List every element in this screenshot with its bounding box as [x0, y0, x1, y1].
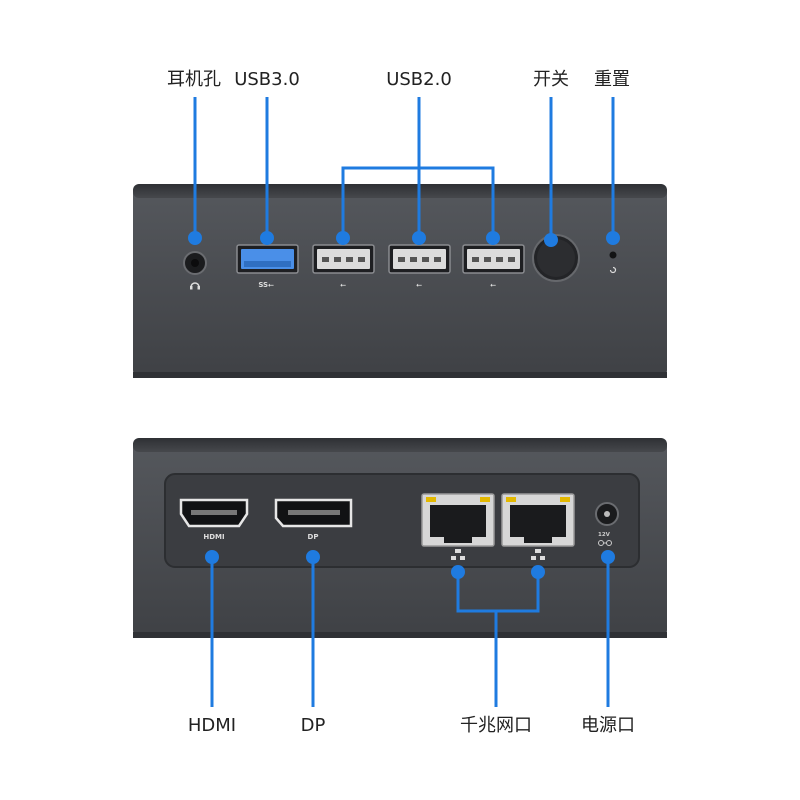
front-device: SS⭠ ⭠ ⭠ ⭠ — [133, 184, 667, 378]
front-device-body — [133, 184, 667, 378]
usb3-port: SS⭠ — [236, 244, 299, 289]
back-device: HDMI DP — [133, 438, 667, 638]
callout-dot-headphone — [188, 231, 202, 245]
dp-mark: DP — [308, 533, 319, 541]
callout-bracket-lan — [456, 572, 540, 613]
headphone-jack — [183, 251, 207, 290]
reset-pinhole — [609, 251, 617, 274]
lan-port-2 — [501, 493, 575, 560]
dc-power-jack: 12V — [595, 502, 619, 546]
usb2-mark-1: ⭠ — [340, 281, 346, 289]
back-labels: HDMI DP 千兆网口 电源口 — [188, 715, 635, 736]
hdmi-mark: HDMI — [203, 533, 224, 541]
callout-bracket-usb2 — [341, 166, 495, 238]
callout-dot-power-in — [601, 550, 615, 564]
usb2-port-1: ⭠ — [312, 244, 375, 289]
headphone-icon — [190, 282, 200, 290]
lan-led-1b — [480, 497, 490, 502]
dc-mark: 12V — [598, 532, 611, 538]
back-device-top-edge — [133, 438, 667, 452]
callout-dot-usb2-1 — [336, 231, 350, 245]
label-power-in: 电源口 — [581, 715, 635, 736]
callout-dot-reset — [606, 231, 620, 245]
callout-dot-usb3 — [260, 231, 274, 245]
power-button — [532, 234, 580, 282]
usb2-port-2: ⭠ — [388, 244, 451, 289]
callout-dot-lan-2 — [531, 565, 545, 579]
back-callouts — [205, 550, 615, 707]
label-headphone: 耳机孔 — [167, 69, 221, 90]
callout-dot-hdmi — [205, 550, 219, 564]
dc-power-icon — [598, 540, 612, 546]
callout-dot-power — [544, 233, 558, 247]
ethernet-icon — [531, 549, 545, 560]
lan-led-2a — [506, 497, 516, 502]
hdmi-port: HDMI — [179, 498, 249, 541]
callout-dot-usb2-2 — [412, 231, 426, 245]
label-dp: DP — [301, 715, 326, 736]
lan-port-1 — [421, 493, 495, 560]
lan-led-2b — [560, 497, 570, 502]
callout-dot-usb2-3 — [486, 231, 500, 245]
usb2-mark-3: ⭠ — [490, 281, 496, 289]
reset-icon — [609, 266, 617, 274]
callout-dot-lan-1 — [451, 565, 465, 579]
usb3-mark: SS⭠ — [258, 281, 274, 289]
label-usb2: USB2.0 — [386, 69, 452, 90]
dp-port: DP — [274, 498, 353, 541]
front-device-top-edge — [133, 184, 667, 198]
front-callouts — [188, 97, 620, 247]
front-device-bottom-edge — [133, 372, 667, 378]
label-lan: 千兆网口 — [460, 715, 532, 736]
back-device-bottom-edge — [133, 632, 667, 638]
label-reset: 重置 — [594, 69, 630, 90]
label-power-switch: 开关 — [533, 69, 569, 90]
ethernet-icon — [451, 549, 465, 560]
label-hdmi: HDMI — [188, 715, 236, 736]
usb2-mark-2: ⭠ — [416, 281, 422, 289]
front-labels: 耳机孔 USB3.0 USB2.0 开关 重置 — [167, 69, 630, 90]
callout-dot-dp — [306, 550, 320, 564]
lan-led-1a — [426, 497, 436, 502]
usb2-port-3: ⭠ — [462, 244, 525, 289]
label-usb3: USB3.0 — [234, 69, 300, 90]
